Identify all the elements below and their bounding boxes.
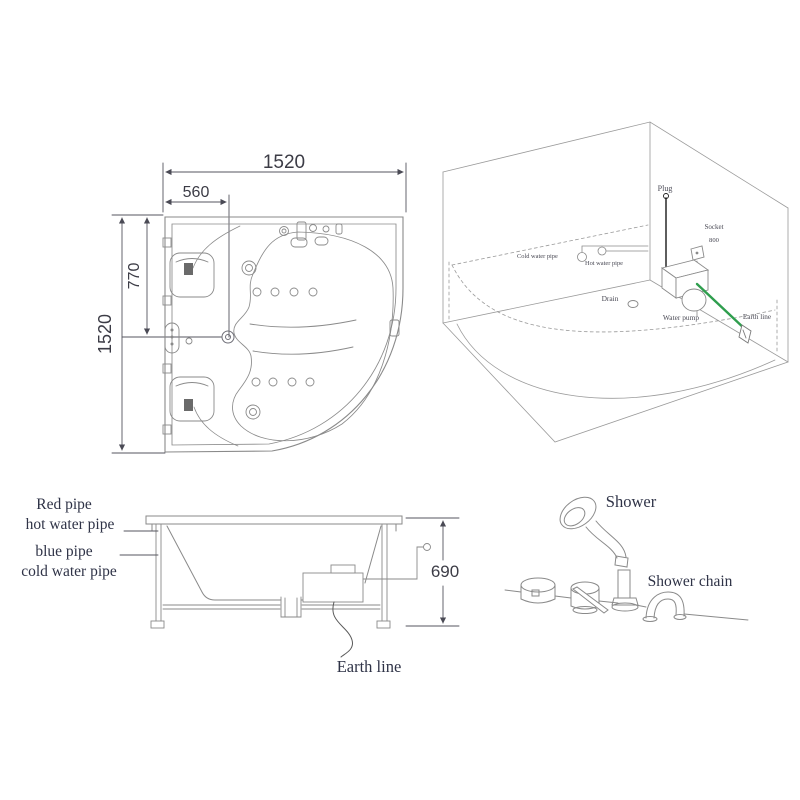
headrests [162, 237, 215, 435]
spout [642, 591, 687, 622]
water-pipe-callouts [577, 245, 649, 262]
dimension-690: 690 [405, 517, 460, 627]
mixer-handle [570, 581, 609, 614]
deck-line [504, 589, 749, 621]
shower-holder [611, 569, 639, 612]
label-cold-water-pipe-side: cold water pipe [21, 563, 117, 580]
label-hot-water-pipe-side: hot water pipe [26, 516, 115, 533]
top-view-diagram: 1520 560 1520 770 [95, 152, 407, 454]
dimension-1520-top: 1520 [162, 152, 407, 213]
iso-view-diagram: Cold water pipe Hot water pipe Plug Sock… [442, 121, 789, 443]
label-blue-pipe: blue pipe [35, 543, 92, 560]
water-pump-shape [660, 259, 710, 312]
dim-560-label: 560 [183, 184, 210, 201]
label-shower-chain: Shower chain [648, 573, 733, 590]
plug-side [362, 543, 431, 580]
faucet-knob [520, 577, 556, 604]
plug-wire [663, 193, 669, 271]
label-socket: Socket [704, 223, 723, 231]
side-jet-top [184, 263, 193, 275]
earth-line-green [695, 282, 748, 332]
label-red-pipe: Red pipe [36, 496, 92, 513]
jets [241, 260, 357, 420]
tub-side-outline [145, 515, 403, 601]
room-walls [442, 121, 789, 443]
faucet-fixtures [279, 221, 400, 337]
dim-770-label: 770 [126, 263, 143, 290]
tub-rim-dashed [448, 224, 778, 353]
label-hot-water-pipe: Hot water pipe [585, 260, 623, 267]
earth-wire-side [332, 601, 354, 658]
label-earth-line-side: Earth line [337, 657, 402, 676]
shower-diagram: Shower Shower chain [504, 492, 749, 622]
pipe-labels: Red pipe hot water pipe blue pipe cold w… [21, 496, 159, 580]
tub-top-outline [164, 216, 404, 453]
label-water-pump: Water pump [663, 313, 699, 322]
dim-1520-top-label: 1520 [263, 152, 305, 173]
drain-hole-iso [627, 300, 639, 308]
pump-side [302, 564, 364, 603]
dimension-770: 770 [121, 217, 223, 338]
dimension-1520-left: 1520 [95, 214, 166, 454]
drain-side [280, 596, 302, 618]
label-socket-height: 800 [709, 237, 720, 244]
label-cold-water-pipe: Cold water pipe [517, 253, 558, 260]
earth-plate [738, 324, 752, 344]
drain-top [221, 330, 235, 344]
label-drain-iso: Drain [602, 294, 619, 303]
frame-legs [150, 523, 391, 629]
dim-690-label: 690 [431, 562, 459, 581]
tub-apron-arc [456, 323, 776, 399]
dimension-560: 560 [165, 184, 230, 338]
grab-handle [389, 319, 400, 337]
dim-1520-left-label: 1520 [95, 314, 115, 354]
shower-head [559, 496, 597, 530]
side-jet-bottom [184, 399, 193, 411]
side-view-diagram: Earth line 690 Red pipe hot water pipe b… [21, 496, 460, 676]
shower-hose [585, 520, 629, 568]
control-panel [164, 322, 193, 354]
label-plug: Plug [658, 184, 673, 193]
label-earth-line-iso: Earth line [743, 313, 771, 321]
label-shower: Shower [606, 492, 657, 511]
